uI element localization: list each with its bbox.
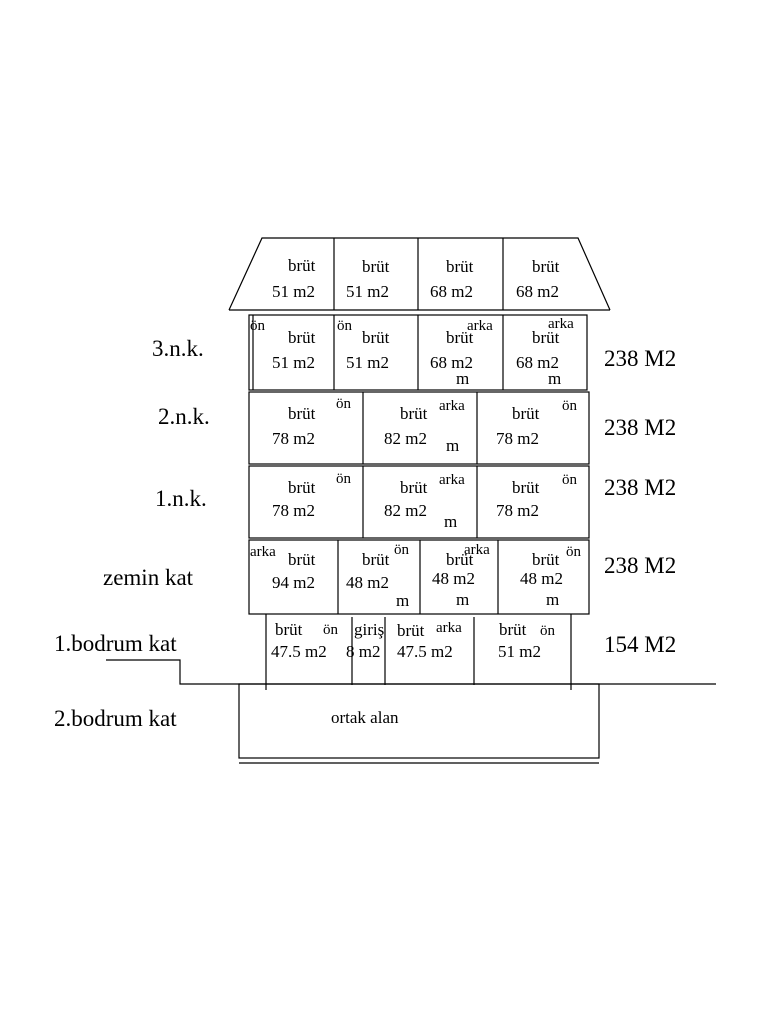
unit-label: brüt	[397, 621, 425, 640]
unit-label: brüt	[400, 404, 428, 423]
floor-label-bodrum1: 1.bodrum kat	[54, 631, 177, 656]
floor-3nk-outline	[248, 314, 588, 391]
unit-label: brüt	[288, 550, 316, 569]
unit-area: 94 m2	[272, 573, 315, 592]
unit-side: arka	[250, 544, 276, 560]
unit-label: brüt	[499, 620, 527, 639]
unit-label: brüt	[532, 328, 560, 347]
roof-outline	[228, 237, 611, 311]
floor-zemin-outline	[248, 539, 590, 615]
unit-side: ön	[336, 471, 352, 487]
unit-area: 47.5 m2	[271, 642, 327, 661]
floor-label-zemin: zemin kat	[103, 565, 194, 590]
unit-label: brüt	[362, 550, 390, 569]
unit-extra: m	[456, 590, 469, 609]
unit-side: ön	[540, 623, 556, 639]
unit-side: arka	[467, 318, 493, 334]
unit-label: brüt	[446, 550, 474, 569]
unit-label: brüt	[288, 256, 316, 275]
unit-label: brüt	[532, 550, 560, 569]
unit-label: brüt	[400, 478, 428, 497]
unit-side: arka	[439, 398, 465, 414]
floor-2nk-outline	[248, 391, 590, 465]
common-area-label: ortak alan	[331, 708, 399, 727]
unit-area: 48 m2	[346, 573, 389, 592]
ground-line	[106, 659, 716, 685]
unit-extra: m	[546, 590, 559, 609]
unit-area: 51 m2	[346, 282, 389, 301]
floor-label-2nk: 2.n.k.	[158, 404, 210, 429]
unit-side: ön	[337, 318, 353, 334]
unit-side: ön	[562, 398, 578, 414]
unit-label: giriş	[354, 620, 384, 639]
unit-label: brüt	[512, 478, 540, 497]
unit-side: ön	[566, 544, 582, 560]
unit-area: 78 m2	[272, 429, 315, 448]
unit-label: brüt	[512, 404, 540, 423]
unit-side: arka	[439, 472, 465, 488]
unit-area: 51 m2	[272, 353, 315, 372]
unit-label: brüt	[362, 257, 390, 276]
unit-area: 68 m2	[516, 282, 559, 301]
unit-area: 68 m2	[430, 353, 473, 372]
floor-label-3nk: 3.n.k.	[152, 336, 204, 361]
unit-extra: m	[444, 512, 457, 531]
unit-label: brüt	[288, 478, 316, 497]
unit-area: 78 m2	[272, 501, 315, 520]
unit-area: 47.5 m2	[397, 642, 453, 661]
unit-area: 68 m2	[430, 282, 473, 301]
floor-1nk-outline	[248, 465, 590, 539]
unit-label: brüt	[288, 404, 316, 423]
floor-total-2nk: 238 M2	[604, 415, 676, 440]
unit-label: brüt	[288, 328, 316, 347]
unit-extra: m	[548, 369, 561, 388]
floor-label-1nk: 1.n.k.	[155, 486, 207, 511]
unit-extra: m	[456, 369, 469, 388]
unit-area: 48 m2	[520, 569, 563, 588]
floor-total-3nk: 238 M2	[604, 346, 676, 371]
unit-area: 78 m2	[496, 429, 539, 448]
unit-label: brüt	[446, 328, 474, 347]
unit-label: brüt	[446, 257, 474, 276]
floor-total-1nk: 238 M2	[604, 475, 676, 500]
unit-area: 68 m2	[516, 353, 559, 372]
unit-label: brüt	[275, 620, 303, 639]
unit-side: ön	[336, 396, 352, 412]
floor-total-bodrum1: 154 M2	[604, 632, 676, 657]
unit-area: 82 m2	[384, 429, 427, 448]
unit-label: brüt	[362, 328, 390, 347]
unit-side: arka	[436, 620, 462, 636]
floor-label-bodrum2: 2.bodrum kat	[54, 706, 177, 731]
unit-side: arka	[548, 316, 574, 332]
unit-area: 78 m2	[496, 501, 539, 520]
unit-area: 8 m2	[346, 642, 380, 661]
unit-side: arka	[464, 542, 490, 558]
unit-label: brüt	[532, 257, 560, 276]
floor-bodrum2-outline	[238, 683, 600, 764]
floor-bodrum1-outline	[265, 614, 572, 690]
unit-side: ön	[394, 542, 410, 558]
unit-side: ön	[562, 472, 578, 488]
unit-extra: m	[446, 436, 459, 455]
unit-area: 82 m2	[384, 501, 427, 520]
floor-total-zemin: 238 M2	[604, 553, 676, 578]
unit-side: ön	[323, 622, 339, 638]
unit-side: ön	[250, 318, 266, 334]
unit-area: 51 m2	[272, 282, 315, 301]
unit-extra: m	[396, 591, 409, 610]
unit-area: 51 m2	[346, 353, 389, 372]
unit-area: 51 m2	[498, 642, 541, 661]
unit-area: 48 m2	[432, 569, 475, 588]
